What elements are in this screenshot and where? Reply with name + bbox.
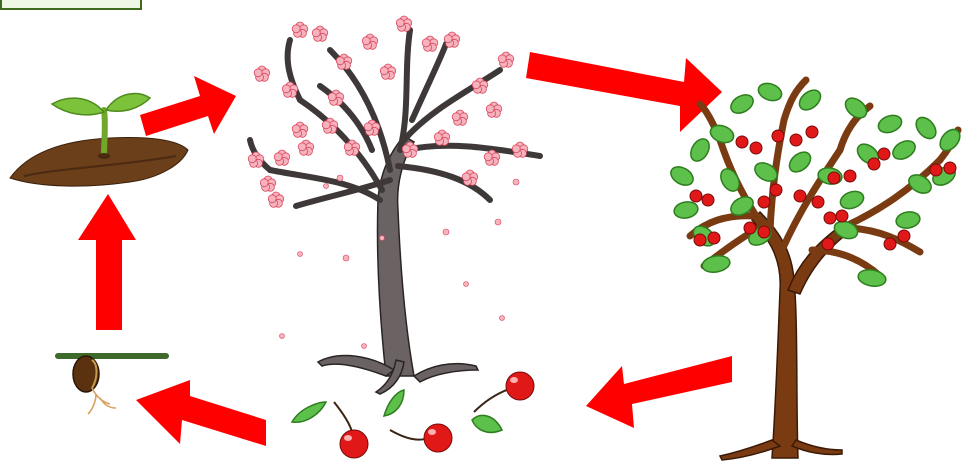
fruit-tree-icon bbox=[668, 80, 964, 460]
cherry-icon bbox=[292, 372, 534, 458]
cherry-3 bbox=[472, 372, 534, 432]
arrow-blossom-to-fruit bbox=[526, 52, 722, 132]
cherry-1 bbox=[292, 402, 368, 458]
blossom-tree-icon bbox=[248, 16, 540, 394]
cherry-2 bbox=[384, 390, 452, 452]
seedling-icon bbox=[10, 94, 188, 187]
arrow-fruit-to-cherries bbox=[586, 356, 732, 428]
arrow-cherries-to-seed bbox=[136, 380, 266, 446]
arrow-seedling-to-blossom bbox=[140, 76, 236, 136]
arrow-seed-to-seedling bbox=[78, 194, 136, 330]
